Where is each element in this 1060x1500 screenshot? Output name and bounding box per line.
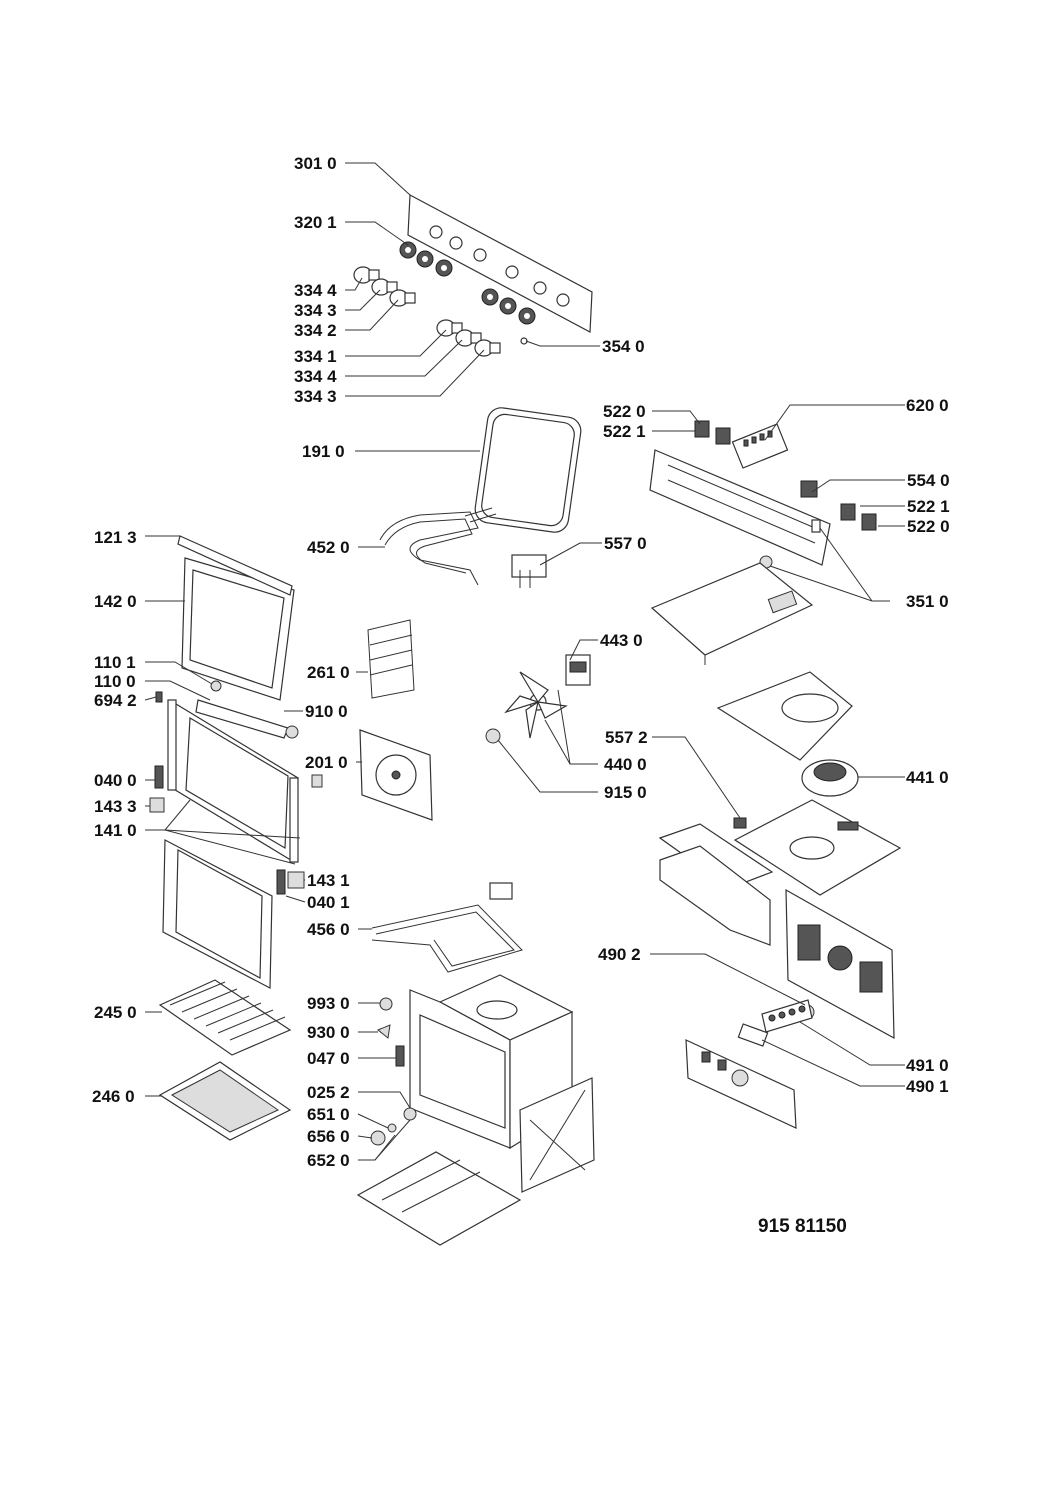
part-label: 320 1 [294, 213, 337, 232]
part-label: 443 0 [600, 631, 643, 650]
wire-shelf [158, 979, 292, 1056]
part-label: 142 0 [94, 592, 137, 611]
lower-heating-element [371, 882, 523, 973]
part-label: 620 0 [906, 396, 949, 415]
part-label: 522 1 [603, 422, 646, 441]
part-label: 910 0 [305, 702, 348, 721]
part-label: 351 0 [906, 592, 949, 611]
control-knobs [353, 266, 501, 357]
part-label: 522 0 [907, 517, 950, 536]
rear-panel [649, 449, 831, 569]
bracket-490-1 [737, 1023, 769, 1047]
part-label: 440 0 [604, 755, 647, 774]
part-label: 452 0 [307, 538, 350, 557]
hinge-201 [311, 774, 323, 788]
temperature-sensor [511, 554, 547, 588]
part-label: 652 0 [307, 1151, 350, 1170]
document-number: 915 81150 [758, 1216, 847, 1237]
door-side-profiles [154, 699, 299, 895]
knob-bezels [399, 241, 536, 325]
part-label: 261 0 [307, 663, 350, 682]
bracket-143-3 [149, 797, 165, 813]
fan-housing-cover [716, 671, 853, 761]
bottom-cover [356, 1151, 522, 1246]
part-label: 334 3 [294, 301, 337, 320]
part-label: 334 3 [294, 387, 337, 406]
control-box [685, 1039, 797, 1129]
shelf-rails [367, 619, 415, 699]
part-label: 522 0 [603, 402, 646, 421]
part-label: 557 2 [605, 728, 648, 747]
part-label: 993 0 [307, 994, 350, 1013]
part-label: 047 0 [307, 1049, 350, 1068]
part-label: 141 0 [94, 821, 137, 840]
part-label: 191 0 [302, 442, 345, 461]
back-panel-right [785, 888, 895, 1040]
grill-element [379, 507, 497, 586]
part-label: 656 0 [307, 1127, 350, 1146]
lamp-cover-656-0 [370, 1130, 386, 1146]
fan-cover-plate [359, 729, 433, 821]
part-label: 040 1 [307, 893, 350, 912]
baking-tray [158, 1061, 292, 1141]
part-label: 491 0 [906, 1056, 949, 1075]
part-label: 143 1 [307, 871, 350, 890]
lamp-651-0 [387, 1123, 397, 1133]
side-panel [519, 1077, 595, 1193]
part-label: 354 0 [602, 337, 645, 356]
part-label: 334 4 [294, 367, 337, 386]
part-047-0 [395, 1045, 405, 1067]
part-label: 201 0 [305, 753, 348, 772]
part-label: 334 2 [294, 321, 337, 340]
door-outer-frame [162, 839, 273, 989]
part-label: 557 0 [604, 534, 647, 553]
relays-right [800, 480, 877, 533]
fan-nut [485, 728, 501, 744]
part-label: 334 1 [294, 347, 337, 366]
part-label: 490 2 [598, 945, 641, 964]
part-993-0 [379, 997, 393, 1011]
fan-blade [504, 671, 568, 739]
control-panel [407, 194, 593, 333]
part-label: 930 0 [307, 1023, 350, 1042]
door-middle-frame [171, 699, 299, 864]
part-label: 245 0 [94, 1003, 137, 1022]
door-knob-910 [285, 725, 299, 739]
part-930-0 [377, 1024, 391, 1039]
insulation-plate [733, 799, 902, 896]
part-label: 490 1 [906, 1077, 949, 1096]
lamp-025-2 [403, 1107, 417, 1121]
part-label: 025 2 [307, 1083, 350, 1102]
top-cover [650, 562, 814, 665]
sensor-557-2 [733, 817, 747, 829]
part-label: 554 0 [907, 471, 950, 490]
tangential-motor [801, 759, 859, 797]
part-label: 301 0 [294, 154, 337, 173]
part-label: 143 3 [94, 797, 137, 816]
door-top-trim [177, 535, 293, 596]
clip-694-2 [155, 691, 163, 703]
part-label: 110 1 [94, 653, 136, 672]
part-label: 694 2 [94, 691, 137, 710]
terminal-block-491 [761, 999, 813, 1033]
door-gasket [474, 407, 582, 533]
part-label: 456 0 [307, 920, 350, 939]
part-label: 915 0 [604, 783, 647, 802]
fan-motor [565, 654, 591, 686]
air-duct [658, 823, 774, 946]
part-label: 246 0 [92, 1087, 135, 1106]
part-label: 121 3 [94, 528, 137, 547]
bracket-143-1 [287, 871, 305, 889]
part-label: 651 0 [307, 1105, 350, 1124]
leader-lines [144, 162, 905, 1161]
part-label: 441 0 [906, 768, 949, 787]
door-knob-110-1 [210, 680, 222, 692]
part-label: 522 1 [907, 497, 950, 516]
top-switches [694, 420, 789, 469]
part-label: 110 0 [94, 672, 136, 691]
part-labels: 301 0 320 1 334 4 334 3 334 2 334 1 334 … [92, 154, 950, 1170]
part-label: 334 4 [294, 281, 337, 300]
part-label: 040 0 [94, 771, 137, 790]
